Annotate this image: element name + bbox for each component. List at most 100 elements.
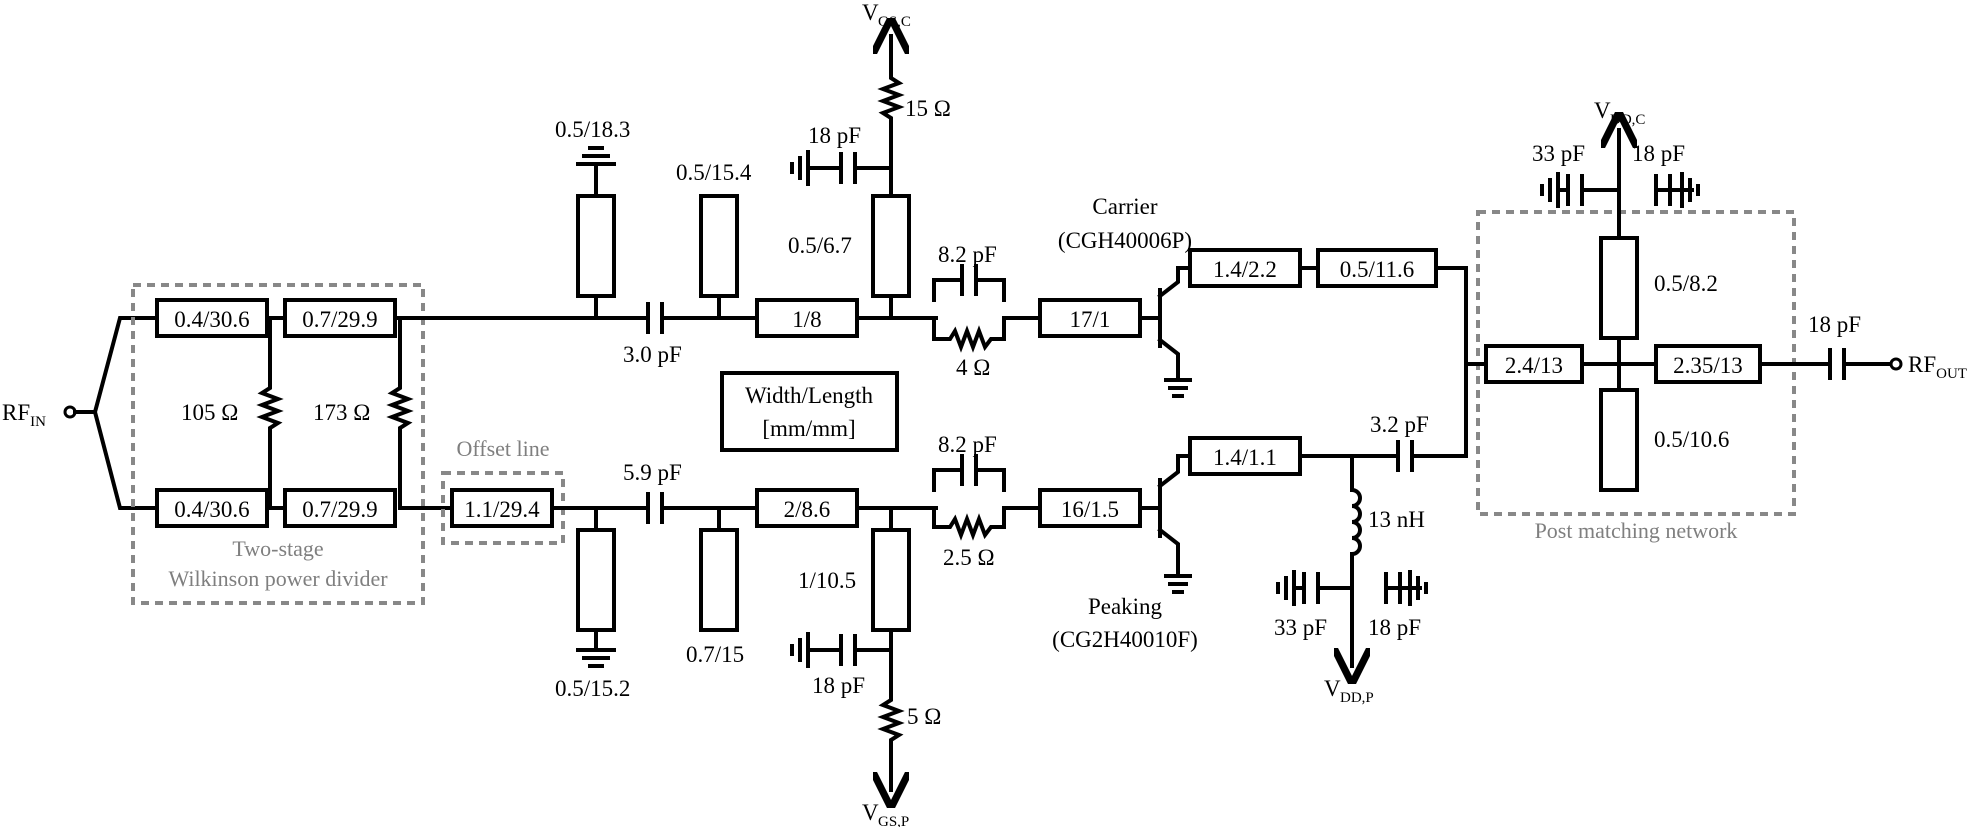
- svg-text:RFIN: RFIN: [2, 400, 46, 430]
- svg-text:8.2 pF: 8.2 pF: [938, 242, 997, 267]
- peaking-series-cap: 5.9 pF: [623, 460, 682, 524]
- svg-text:18 pF: 18 pF: [1632, 141, 1685, 166]
- svg-text:1/10.5: 1/10.5: [798, 568, 856, 593]
- svg-text:3.0 pF: 3.0 pF: [623, 342, 682, 367]
- peaking-output-cap: 3.2 pF: [1370, 412, 1429, 472]
- peaking-gate-bias: 1/10.5 18 pF 5 Ω V GS,P: [790, 506, 941, 827]
- tl-peaking-series: [755, 488, 859, 528]
- peaking-rc-stabilizer: 8.2 pF 2.5 Ω: [932, 432, 1006, 570]
- svg-text:2.5 Ω: 2.5 Ω: [943, 545, 995, 570]
- svg-text:0.5/15.4: 0.5/15.4: [676, 160, 752, 185]
- svg-text:8.2 pF: 8.2 pF: [938, 432, 997, 457]
- svg-text:13 nH: 13 nH: [1368, 507, 1425, 532]
- svg-text:RFOUT: RFOUT: [1908, 352, 1967, 382]
- rf-input-port: RFIN: [2, 400, 77, 430]
- svg-text:(CGH40006P): (CGH40006P): [1058, 228, 1192, 253]
- rf-output-port: RFOUT: [1889, 352, 1967, 382]
- svg-text:0.5/10.6: 0.5/10.6: [1654, 427, 1729, 452]
- svg-text:0.5/11.6: 0.5/11.6: [1340, 257, 1415, 282]
- peaking-path: Offset line 1.1/29.4 0.5/15.2 5.9 pF 0.7…: [398, 362, 1468, 827]
- svg-text:2/8.6: 2/8.6: [784, 497, 831, 522]
- svg-text:Carrier: Carrier: [1092, 194, 1157, 219]
- wilkinson-boundary: [131, 283, 425, 605]
- svg-text:V: V: [1324, 676, 1341, 701]
- tl-peaking-gate: [1038, 488, 1142, 528]
- svg-text:16/1.5: 16/1.5: [1061, 497, 1119, 522]
- tl-wilkinson-bot-2: [283, 488, 397, 528]
- carrier-shorted-stub: 0.5/18.3: [555, 117, 630, 320]
- peaking-drain-bias: 13 nH 33 pF 18 pF V DD,P: [1274, 454, 1428, 706]
- svg-text:18 pF: 18 pF: [1368, 615, 1421, 640]
- svg-text:18 pF: 18 pF: [812, 673, 865, 698]
- svg-text:0.5/8.2: 0.5/8.2: [1654, 271, 1718, 296]
- carrier-path: 0.5/18.3 3.0 pF 0.5/15.4 1/8 0.5/6.7 18 …: [393, 0, 1468, 398]
- svg-text:105 Ω: 105 Ω: [181, 400, 238, 425]
- svg-text:0.4/30.6: 0.4/30.6: [174, 497, 249, 522]
- svg-text:5.9 pF: 5.9 pF: [623, 460, 682, 485]
- svg-text:1/8: 1/8: [792, 307, 821, 332]
- svg-text:Width/Length: Width/Length: [745, 383, 874, 408]
- carrier-rc-stabilizer: 8.2 pF 4 Ω: [932, 242, 1006, 380]
- svg-text:0.5/15.2: 0.5/15.2: [555, 676, 630, 701]
- carrier-open-stub: 0.5/15.4: [676, 160, 752, 320]
- carrier-gate-bias: 0.5/6.7 18 pF 15 Ω V GS,C: [788, 0, 951, 320]
- svg-text:V: V: [862, 800, 879, 825]
- post-matching-network: Post matching network 2.4/13 2.35/13 0.5…: [1464, 98, 1892, 543]
- stub-post-bot: [1599, 388, 1639, 492]
- svg-text:4 Ω: 4 Ω: [956, 355, 990, 380]
- svg-text:Wilkinson power divider: Wilkinson power divider: [168, 566, 388, 591]
- svg-text:2.4/13: 2.4/13: [1505, 353, 1563, 378]
- svg-text:15 Ω: 15 Ω: [905, 96, 951, 121]
- svg-text:0.5/6.7: 0.5/6.7: [788, 233, 852, 258]
- svg-text:33 pF: 33 pF: [1532, 141, 1585, 166]
- carrier-series-cap: 3.0 pF: [623, 302, 682, 367]
- post-output-cap: [1828, 348, 1846, 380]
- legend-width-length: Width/Length [mm/mm]: [720, 371, 899, 452]
- svg-text:[mm/mm]: [mm/mm]: [762, 416, 855, 441]
- peaking-shorted-stub: 0.5/15.2: [555, 506, 630, 701]
- svg-text:Offset line: Offset line: [456, 436, 549, 461]
- svg-text:V: V: [1594, 98, 1611, 123]
- svg-text:DD,P: DD,P: [1340, 690, 1374, 706]
- svg-text:173 Ω: 173 Ω: [313, 400, 370, 425]
- peaking-transistor: Peaking (CG2H40010F): [1052, 454, 1198, 652]
- tl-carrier-gate: [1038, 298, 1142, 338]
- tl-wilkinson-top-1: [155, 298, 269, 338]
- svg-text:0.7/29.9: 0.7/29.9: [302, 497, 377, 522]
- tl-carrier-series: [755, 298, 859, 338]
- svg-text:1.4/1.1: 1.4/1.1: [1213, 445, 1277, 470]
- svg-text:0.7/15: 0.7/15: [686, 642, 744, 667]
- tl-post-in: [1484, 344, 1584, 384]
- isolation-resistor-1: [256, 316, 284, 510]
- svg-text:GS,C: GS,C: [878, 14, 911, 30]
- wilkinson-divider: 0.4/30.6 0.4/30.6 0.7/29.9 0.7/29.9 105 …: [73, 283, 425, 605]
- svg-text:(CG2H40010F): (CG2H40010F): [1052, 627, 1198, 652]
- svg-text:GS,P: GS,P: [878, 814, 909, 827]
- svg-text:5 Ω: 5 Ω: [907, 704, 941, 729]
- svg-text:33 pF: 33 pF: [1274, 615, 1327, 640]
- svg-text:1.1/29.4: 1.1/29.4: [464, 497, 540, 522]
- svg-text:0.4/30.6: 0.4/30.6: [174, 307, 249, 332]
- svg-text:0.5/18.3: 0.5/18.3: [555, 117, 630, 142]
- svg-text:2.35/13: 2.35/13: [1673, 353, 1743, 378]
- peaking-open-stub: 0.7/15: [686, 506, 744, 667]
- tl-peaking-out: [1188, 436, 1302, 476]
- svg-text:17/1: 17/1: [1070, 307, 1111, 332]
- tl-wilkinson-bot-1: [155, 488, 269, 528]
- isolation-resistor-2: [386, 316, 414, 510]
- stub-post-top: [1599, 236, 1639, 340]
- svg-text:1.4/2.2: 1.4/2.2: [1213, 257, 1277, 282]
- svg-text:0.7/29.9: 0.7/29.9: [302, 307, 377, 332]
- svg-text:18 pF: 18 pF: [808, 123, 861, 148]
- carrier-transistor: Carrier (CGH40006P): [1058, 194, 1192, 398]
- svg-text:Peaking: Peaking: [1088, 594, 1163, 619]
- svg-text:DD,C: DD,C: [1610, 112, 1645, 128]
- svg-text:V: V: [862, 0, 879, 25]
- offset-line: Offset line 1.1/29.4: [441, 436, 565, 545]
- svg-text:3.2 pF: 3.2 pF: [1370, 412, 1429, 437]
- svg-text:Post matching network: Post matching network: [1535, 518, 1738, 543]
- svg-text:Two-stage: Two-stage: [232, 536, 323, 561]
- tl-wilkinson-top-2: [283, 298, 397, 338]
- svg-text:18 pF: 18 pF: [1808, 312, 1861, 337]
